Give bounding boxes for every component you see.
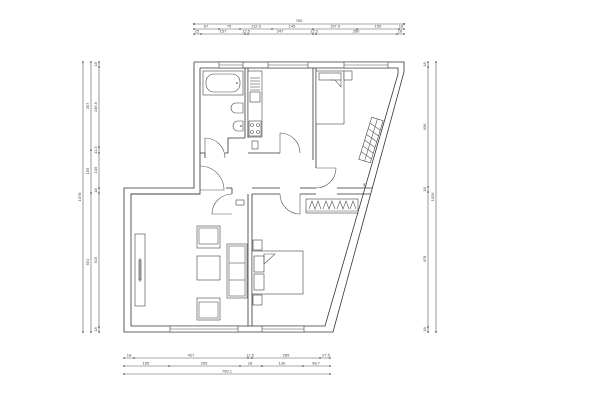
dim-top-r2-5: 260: [353, 29, 360, 34]
dim-bottom-r1-2: 12.5: [246, 353, 255, 358]
dim-right-r1-3: 478: [422, 255, 427, 262]
door-kitchen: [279, 132, 301, 154]
doors: [199, 132, 337, 215]
door-bedroom-south: [279, 193, 301, 215]
dim-bottom-r1-0: 18: [127, 353, 132, 358]
nightstand-2: [252, 294, 263, 306]
stove: [248, 120, 262, 137]
hallway: [235, 199, 245, 206]
bedroom-south: [251, 198, 359, 306]
shoe-cabinet: [235, 199, 245, 206]
coffee-table: [196, 255, 221, 281]
dim-left-r2-5: 515: [93, 256, 98, 263]
kitchen-counter: [247, 70, 263, 138]
dim-bottom-r2-2: 18: [248, 361, 253, 366]
dim-bottom-r2-1: 265: [201, 361, 208, 366]
dim-top-r1-4: 157.5: [330, 24, 341, 29]
kitchen: [247, 70, 263, 150]
sofa: [226, 243, 248, 299]
kitchen-sink: [249, 91, 261, 103]
vent: [363, 183, 367, 187]
dim-left-overall: 1078: [77, 192, 82, 202]
dim-right-r1-2: 18: [422, 187, 427, 192]
dim-top-r1-5: 155: [375, 24, 382, 29]
living-room: [134, 225, 248, 321]
door-bathroom: [204, 137, 226, 159]
dim-left-r2-0: 18: [93, 62, 98, 67]
pillow-1: [253, 255, 265, 273]
sink: [232, 120, 244, 132]
toilet: [230, 102, 244, 114]
dim-bottom-r2-0: 165: [143, 361, 150, 366]
armchair-bottom: [196, 297, 221, 321]
bathroom: [202, 70, 244, 132]
dim-top-r1-3: 145: [289, 24, 296, 29]
dim-bottom-r2-3: 130: [279, 361, 286, 366]
dim-bottom-r2-4: 98.7: [312, 361, 321, 366]
dim-right-r1-4: 18: [422, 327, 427, 332]
dim-bottom-r1-4: 27.5: [322, 353, 331, 358]
dimension-left: 1078 357 155 551 18 246.5 11.5 105 18 51…: [77, 61, 100, 333]
dim-left-r2-3: 105: [93, 166, 98, 173]
dim-right-r1-0: 18: [422, 62, 427, 67]
fridge: [251, 140, 259, 150]
dim-left-r2-6: 18: [93, 327, 98, 332]
dim-top-overall: 750: [296, 18, 303, 23]
bathtub-basin: [205, 73, 241, 93]
door-living-room: [211, 193, 233, 215]
windows: [169, 61, 389, 333]
dim-top-r2-6: 18: [398, 29, 403, 34]
dim-bottom-overall: 769.1: [222, 369, 233, 374]
armchair-top: [196, 225, 221, 249]
dim-left-r2-4: 18: [93, 188, 98, 193]
dimension-right: 18 436 18 478 18 1026: [422, 61, 437, 333]
dim-top-r2-3: 247: [277, 29, 284, 34]
dim-top-r2-1: 157: [220, 29, 227, 34]
pillow-2: [253, 273, 265, 291]
dim-left-r1-0: 357: [85, 102, 90, 109]
dim-bottom-r1-3: 285: [283, 353, 290, 358]
drainboard: [250, 77, 260, 91]
dim-bottom-r1-1: 427: [188, 353, 195, 358]
dim-top-r1-6: 18: [399, 24, 404, 29]
dim-top-r1-2: 112.5: [251, 24, 261, 29]
dim-right-overall: 1026: [430, 192, 435, 202]
dim-left-r2-1: 246.5: [93, 101, 98, 112]
dim-top-r2-2: 12.5: [242, 29, 251, 34]
dimension-top: 750 87 75 112.5 145 157.5 155 18 25 157 …: [193, 18, 405, 35]
dim-top-r1-1: 75: [227, 24, 232, 29]
dim-left-r1-2: 551: [85, 258, 90, 265]
door-entrance: [199, 165, 225, 191]
wardrobe-south: [305, 198, 359, 214]
nightstand: [343, 70, 353, 81]
bedroom-north: [315, 70, 384, 187]
nightstand-1: [252, 239, 263, 251]
dim-right-r1-1: 436: [422, 123, 427, 130]
pillow: [318, 72, 342, 81]
door-bedroom-north: [315, 167, 337, 189]
dim-top-r2-0: 25: [195, 29, 200, 34]
dim-top-r2-4: 12.5: [310, 29, 319, 34]
wardrobe-north: [358, 116, 384, 164]
dim-top-r1-0: 87: [204, 24, 209, 29]
dim-left-r1-1: 155: [85, 167, 90, 174]
dim-left-r2-2: 11.5: [93, 145, 98, 153]
dimension-bottom: 18 427 12.5 285 27.5 165 265 18 130 98.7…: [123, 353, 331, 375]
